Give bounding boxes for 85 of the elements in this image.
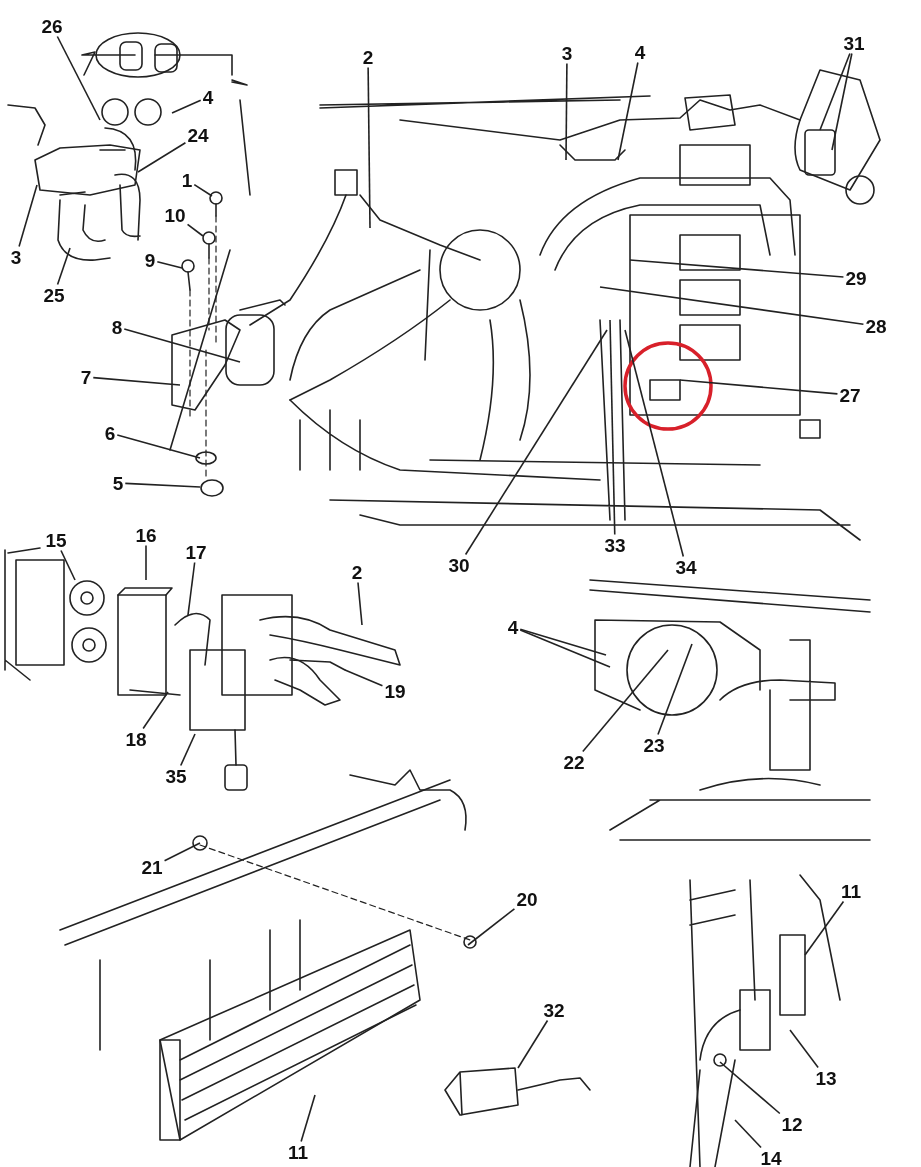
leader-line [124,482,201,488]
leader-line [142,691,169,730]
callout-number: 14 [758,1147,784,1167]
leader-line [56,247,71,286]
relay-drawing [444,1067,591,1116]
callout-number: 19 [382,680,408,702]
leader-line [186,223,204,237]
leader-line [18,184,38,248]
leader-line [163,842,201,862]
callout-number: 3 [8,246,24,268]
leader-line [116,434,201,459]
leader-line [300,1094,316,1143]
leader-line [789,1029,819,1069]
callout-number: 20 [514,888,540,910]
leader-line [657,643,693,736]
leader-line [137,141,187,173]
leader-line [719,1061,781,1115]
callout-number: 1 [179,169,195,191]
leader-line [517,1019,549,1069]
callout-number: 7 [78,366,94,388]
callout-number: 22 [561,751,587,773]
leader-line [629,259,845,278]
callout-number: 9 [142,249,158,271]
leader-line [819,52,851,131]
leader-line [464,329,608,556]
leader-line [624,329,685,558]
callout-number: 12 [779,1113,805,1135]
leader-line [734,1119,762,1149]
callout-number: 8 [109,316,125,338]
radiator-support-drawing [589,579,871,841]
callout-number: 21 [139,856,165,878]
leader-line [92,376,181,386]
leader-line [357,581,363,626]
callout-number: 5 [110,472,126,494]
leader-line [179,733,196,767]
callout-number: 32 [541,999,567,1021]
leader-line [344,669,384,687]
callout-number: 23 [641,734,667,756]
callout-number: 16 [133,524,159,546]
leader-line [156,261,183,269]
callout-number: 4 [505,616,521,638]
callout-number: 25 [41,284,67,306]
callout-number: 2 [349,561,365,583]
callout-number: 26 [39,15,65,37]
callout-number: 17 [183,541,209,563]
callout-number: 4 [632,41,648,63]
leader-line [617,61,639,161]
leader-line [831,52,853,151]
condenser-drawing [59,769,477,1141]
callout-number: 29 [843,267,869,289]
callout-number: 35 [163,765,189,787]
callout-number: 18 [123,728,149,750]
leader-line [56,35,101,121]
callout-number: 24 [185,124,211,146]
leader-line [193,183,213,197]
leader-line [804,900,845,956]
callout-number: 13 [813,1067,839,1089]
leader-line [582,649,669,753]
leader-line [519,628,607,656]
callout-number: 30 [446,554,472,576]
callout-number: 31 [841,32,867,54]
callout-number: 11 [285,1141,311,1163]
callout-number: 34 [673,556,699,578]
callout-number: 6 [102,422,118,444]
leader-line [519,629,611,668]
callout-number: 4 [200,86,216,108]
leader-line [145,544,147,581]
hose-bracket-drawing [689,874,841,1167]
callout-number: 3 [559,42,575,64]
callout-number: 2 [360,46,376,68]
leader-line [187,561,196,616]
leader-line [60,549,76,581]
leader-line [679,379,839,395]
leader-line [123,328,241,363]
callout-number: 11 [838,880,864,902]
callout-number: 33 [602,534,628,556]
callout-number: 15 [43,529,69,551]
callout-number: 10 [162,204,188,226]
callout-number: 27 [837,384,863,406]
leader-line [171,99,202,114]
leader-line [467,908,516,946]
leader-line [565,62,568,161]
leader-line [367,66,371,229]
leader-line [599,286,865,326]
callout-number: 28 [863,315,889,337]
